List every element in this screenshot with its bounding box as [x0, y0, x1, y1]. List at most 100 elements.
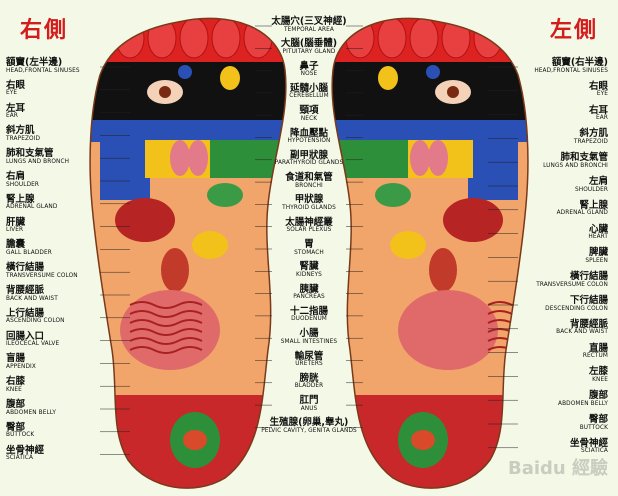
intestine-coil: [129, 337, 203, 345]
label-zh: 右耳: [588, 104, 608, 116]
label-en: TRANSVERSUME COLON: [536, 281, 608, 288]
label-zh: 斜方肌: [579, 128, 608, 140]
label-en: SCIATICA: [580, 448, 608, 455]
label-en: PITUITARY GLAND: [282, 48, 336, 55]
label-en: PARATHYROID GLANDS: [274, 160, 344, 167]
label-en: SOLAR PLEXUS: [286, 227, 332, 234]
liver-zone: [443, 198, 503, 242]
label-zh: 甲狀腺: [294, 194, 324, 206]
intestine-coil: [129, 301, 203, 309]
label-en: DESCENDING COLON: [545, 305, 608, 312]
label-zh: 鼻子: [299, 60, 319, 72]
label-en: ASCENDING COLON: [6, 318, 65, 325]
label-zh: 右眼: [588, 80, 608, 92]
label-en: BUTTOCK: [579, 424, 608, 431]
label-zh: 上行結腸: [6, 307, 45, 319]
label-zh: 坐骨神經: [569, 437, 608, 449]
label-en: EYE: [6, 90, 18, 97]
label-zh: 斜方肌: [6, 125, 35, 137]
solar-plexus-zone: [207, 183, 243, 207]
label-zh: 肛門: [299, 395, 319, 407]
label-en: LIVER: [6, 227, 24, 234]
foot-outline: [89, 17, 287, 489]
nose-zone: [378, 66, 398, 90]
label-en: KNEE: [6, 386, 22, 393]
label-en: SHOULDER: [6, 181, 40, 188]
label-en: NOSE: [300, 71, 318, 78]
lung: [428, 140, 448, 176]
center-label: 太腸穴(三叉神經)TEMPORAL AREA: [249, 17, 369, 33]
intestine-zone: [398, 290, 498, 370]
intestine-coil: [129, 346, 203, 354]
label-en: KNEE: [592, 376, 608, 383]
label-zh: 腹部: [6, 399, 26, 410]
label-zh: 額竇(左半邊): [6, 57, 63, 68]
label-en: NECK: [300, 115, 318, 122]
label-zh: 肝臟: [6, 216, 26, 228]
label-en: HYPOTENSION: [287, 138, 331, 144]
label-en: EAR: [6, 113, 18, 120]
lung: [170, 140, 190, 176]
label-zh: 橫行結腸: [6, 262, 45, 274]
toe: [147, 18, 177, 59]
label-zh: 左耳: [6, 102, 26, 114]
label-en: STOMACH: [294, 249, 324, 256]
label-zh: 直腸: [588, 342, 608, 354]
label-zh: 腎上腺: [6, 193, 35, 205]
label-zh: 膀胱: [299, 372, 319, 384]
label-en: PELVIC CAVITY, GENITA GLANDS: [261, 427, 357, 434]
intestine-zone: [120, 290, 220, 370]
right-side-title: 右側: [20, 17, 69, 43]
label-en: TEMPORAL AREA: [283, 26, 335, 33]
intestine-coil: [129, 328, 203, 336]
label-zh: 生殖腺(卵巢,睾丸): [269, 417, 349, 429]
label-en: LUNGS AND BRONCH: [6, 158, 70, 165]
label-zh: 右肩: [6, 171, 26, 182]
neck-band: [332, 120, 528, 142]
toe: [377, 18, 407, 59]
label-en: CEREBELLUM: [289, 93, 329, 100]
label-en: URETERS: [295, 361, 323, 367]
label-en: ABDOMEN BELLY: [558, 400, 608, 407]
label-zh: 下行結腸: [569, 295, 608, 306]
label-zh: 背腰經脈: [569, 318, 608, 330]
label-en: HEART: [588, 234, 608, 241]
solar-plexus-zone: [375, 183, 411, 207]
pancreas-zone: [390, 231, 426, 259]
label-zh: 坐骨神經: [6, 444, 45, 456]
label-zh: 背腰經脈: [6, 285, 45, 296]
label-en: ABDOMEN BELLY: [6, 409, 56, 416]
label-zh: 膽囊: [6, 239, 26, 251]
label-zh: 肺和支氣管: [6, 148, 54, 160]
label-zh: 十二指腸: [289, 305, 328, 317]
label-en: GALL BLADDER: [6, 249, 52, 256]
label-zh: 腎上腺: [579, 199, 608, 211]
label-en: SCIATICA: [6, 455, 34, 462]
toe: [441, 18, 471, 59]
label-en: BLADDER: [294, 383, 324, 390]
label-en: SMALL INTESTINES: [280, 338, 338, 345]
